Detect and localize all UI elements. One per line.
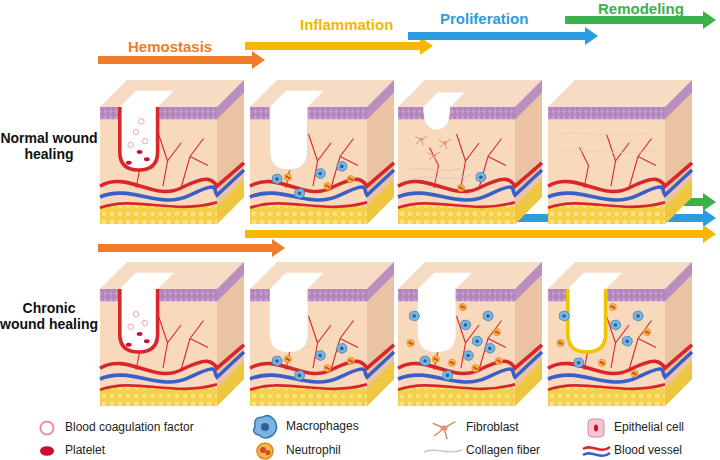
- legend-icons: [40, 416, 610, 459]
- illustration-part: [137, 332, 143, 336]
- legend-text: Platelet: [65, 444, 105, 458]
- illustration-part: [631, 370, 638, 377]
- illustration-part: [98, 239, 285, 257]
- illustration-part: [408, 27, 598, 45]
- illustration-part: [142, 139, 147, 144]
- illustration-part: [270, 107, 308, 170]
- illustration-part: [433, 422, 455, 440]
- illustration-part: [423, 93, 464, 130]
- illustration-part: [457, 184, 464, 191]
- illustration-part: [139, 119, 144, 124]
- illustration-part: [557, 132, 656, 153]
- illustration-part: [424, 450, 462, 452]
- illustration-part: [142, 321, 147, 326]
- phase-label: Proliferation: [440, 10, 570, 27]
- illustration-part: [126, 343, 132, 347]
- skin-block: [100, 80, 244, 224]
- illustration-part: [476, 172, 486, 182]
- illustration-part: [588, 419, 604, 437]
- legend-text: Macrophages: [286, 420, 359, 434]
- illustration-part: [548, 262, 692, 406]
- illustration-part: [270, 273, 324, 352]
- legend-text: Blood vessel: [614, 444, 682, 458]
- illustration-part: [40, 421, 53, 434]
- illustration-part: [420, 343, 503, 380]
- illustration-part: [100, 80, 244, 224]
- illustration-part: [133, 312, 138, 317]
- illustration-part: [574, 358, 584, 368]
- illustration-part: [120, 107, 158, 170]
- illustration-part: [40, 446, 54, 456]
- illustration-part: [40, 421, 53, 434]
- phase-label: Hemostasis: [128, 38, 258, 55]
- row-label: Chronic wound healing: [0, 300, 98, 332]
- illustration-part: [144, 157, 150, 161]
- illustration-part: [548, 80, 692, 224]
- illustration-part: [257, 443, 273, 459]
- illustration-part: [594, 425, 598, 432]
- illustration-part: [272, 343, 355, 380]
- illustration-part: [126, 161, 132, 165]
- illustration-part: [428, 152, 441, 162]
- illustration-part: [398, 80, 542, 224]
- illustration-part: [120, 91, 174, 170]
- legend-text: Epithelial cell: [614, 421, 684, 435]
- skin-block: [548, 262, 692, 406]
- phase-label: Inflammation: [300, 16, 430, 33]
- illustration-part: [407, 303, 501, 366]
- legend-text: Neutrophil: [286, 444, 341, 458]
- illustration-part: [133, 130, 138, 135]
- illustration-part: [433, 422, 455, 440]
- skin-block: [398, 80, 542, 224]
- illustration-part: [557, 303, 651, 366]
- skin-block: [250, 80, 394, 224]
- illustration-part: [418, 273, 472, 352]
- illustration-part: [270, 91, 324, 170]
- skin-block: [100, 262, 244, 406]
- illustration-part: [250, 262, 394, 406]
- illustration-part: [415, 136, 428, 146]
- illustration-part: [137, 150, 143, 154]
- illustration-part: [583, 453, 610, 456]
- illustration-part: [398, 262, 542, 406]
- illustration-part: [254, 416, 277, 438]
- illustration-part: [128, 324, 133, 329]
- illustration-part: [257, 443, 273, 459]
- legend-text: Blood coagulation factor: [65, 421, 194, 435]
- illustration-part: [245, 225, 716, 243]
- illustration-part: [568, 273, 622, 352]
- skin-block: [398, 262, 542, 406]
- phase-arrows: [98, 11, 716, 69]
- illustration-part: [120, 273, 174, 352]
- illustration-part: [144, 339, 150, 343]
- illustration-part: [439, 139, 452, 149]
- illustration-part: [272, 161, 355, 198]
- illustration-part: [128, 142, 133, 147]
- row-label: Normal wound healing: [0, 130, 98, 162]
- legend-text: Fibroblast: [466, 421, 519, 435]
- illustration-part: [120, 289, 158, 352]
- illustration-part: [40, 446, 54, 456]
- skin-block: [548, 80, 692, 224]
- illustration-part: [250, 80, 394, 224]
- skin-block: [250, 262, 394, 406]
- illustration-part: [407, 168, 470, 179]
- illustration-part: [100, 262, 244, 406]
- illustration-part: [583, 447, 610, 450]
- illustration-part: [254, 416, 277, 438]
- legend-text: Collagen fiber: [466, 444, 540, 458]
- illustration-part: [568, 289, 606, 352]
- illustration-part: [245, 37, 433, 55]
- phase-label: Remodeling: [598, 0, 718, 17]
